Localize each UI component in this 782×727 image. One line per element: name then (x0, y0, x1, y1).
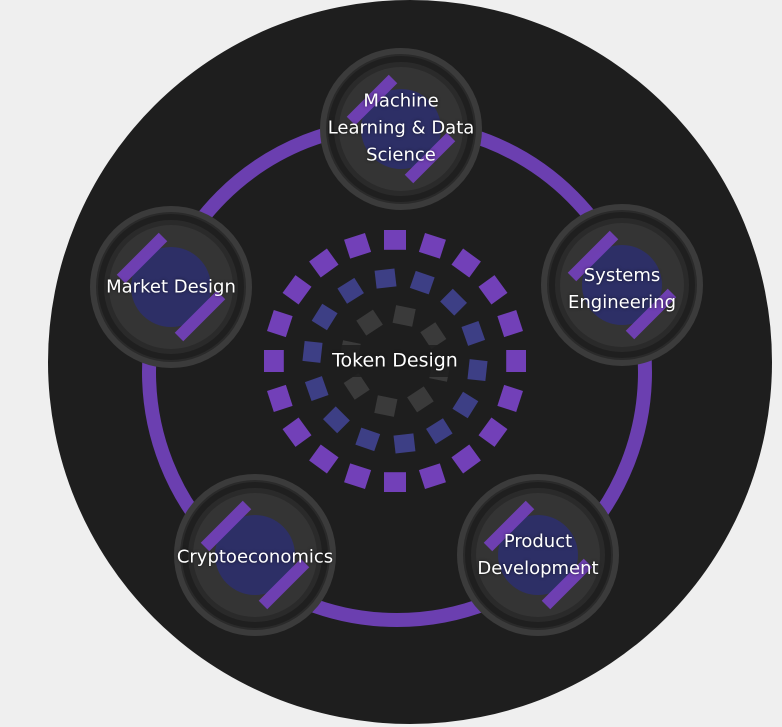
node-ml (320, 48, 482, 210)
node-label-line: Cryptoeconomics (176, 546, 334, 568)
node-shade-ring (328, 56, 474, 202)
node-inner-disc (582, 245, 662, 325)
burst-tile (311, 303, 338, 331)
burst-tile (407, 386, 434, 413)
node-product (457, 474, 619, 636)
node-label-market: Market Design (106, 274, 236, 301)
node-label-systems: Systems Engineering (568, 262, 676, 316)
node-label-ml: Machine Learning & Data Science (328, 88, 475, 169)
node-accent-band (200, 500, 252, 552)
node-group (90, 48, 703, 636)
node-shade-ring (98, 214, 244, 360)
node-accent-band (404, 132, 456, 184)
node-accent-band (541, 558, 593, 610)
burst-tile (418, 233, 446, 259)
burst-tile (451, 248, 481, 278)
burst-tile (267, 310, 293, 338)
burst-tile (467, 359, 488, 382)
center-label-backdrop (333, 345, 457, 377)
node-shade-ring (465, 482, 611, 628)
node-label-crypto: Cryptoeconomics (177, 544, 333, 571)
burst-tile (392, 305, 416, 327)
burst-tile (374, 268, 397, 289)
node-accent-band (258, 558, 310, 610)
burst-tile (323, 406, 350, 434)
burst-tile (344, 463, 372, 489)
node-accent-band (625, 288, 677, 340)
burst-tile (452, 391, 479, 419)
node-inner-disc (361, 89, 441, 169)
node-crypto (174, 474, 336, 636)
burst-tile (461, 320, 486, 346)
burst-tile (282, 417, 312, 447)
node-accent-band (346, 74, 398, 126)
burst-tile (355, 427, 381, 452)
burst-tile (420, 322, 447, 349)
node-shade-ring (182, 482, 328, 628)
burst-tile (418, 463, 446, 489)
burst-tile (451, 444, 481, 474)
burst-tile (264, 350, 284, 372)
burst-tile (426, 418, 453, 445)
burst-tile (343, 373, 370, 400)
node-market (90, 206, 252, 368)
node-label-line: Market Design (106, 276, 236, 298)
node-label-line: Engineering (568, 292, 676, 313)
node-label-line: Science (366, 144, 436, 166)
burst-tile (497, 310, 523, 338)
node-shade-ring (549, 212, 695, 358)
burst-tile (309, 444, 339, 474)
node-systems (541, 204, 703, 366)
burst-tile (356, 309, 383, 336)
node-label-line: Machine (363, 90, 439, 112)
node-inner-disc (215, 515, 295, 595)
burst-tile (302, 340, 323, 363)
node-label-line: Systems (583, 265, 661, 286)
burst-tile (384, 230, 406, 250)
node-accent-band (567, 230, 619, 282)
burst-tile (409, 270, 435, 295)
node-label-line: Learning & Data (327, 117, 475, 139)
burst-tile (478, 275, 508, 305)
burst-tile (267, 384, 293, 412)
node-label-line: Development (477, 558, 599, 579)
burst-tile (497, 384, 523, 412)
burst-tile (506, 350, 526, 372)
node-label-line: Product (503, 531, 573, 552)
node-inner-disc (498, 515, 578, 595)
center-label: Token Design (332, 349, 458, 372)
burst-tile (374, 395, 398, 417)
burst-tile (282, 275, 312, 305)
center-burst (264, 230, 526, 492)
node-accent-band (174, 290, 226, 342)
burst-tile (304, 376, 329, 402)
burst-tile (344, 233, 372, 259)
node-accent-band (116, 232, 168, 284)
node-accent-band (483, 500, 535, 552)
burst-tile (478, 417, 508, 447)
node-label-product: Product Development (477, 528, 598, 582)
burst-tile (440, 288, 467, 316)
node-inner-disc (131, 247, 211, 327)
burst-tile (384, 472, 406, 492)
burst-tile (393, 433, 416, 454)
burst-tile (309, 248, 339, 278)
burst-tile (337, 277, 364, 304)
